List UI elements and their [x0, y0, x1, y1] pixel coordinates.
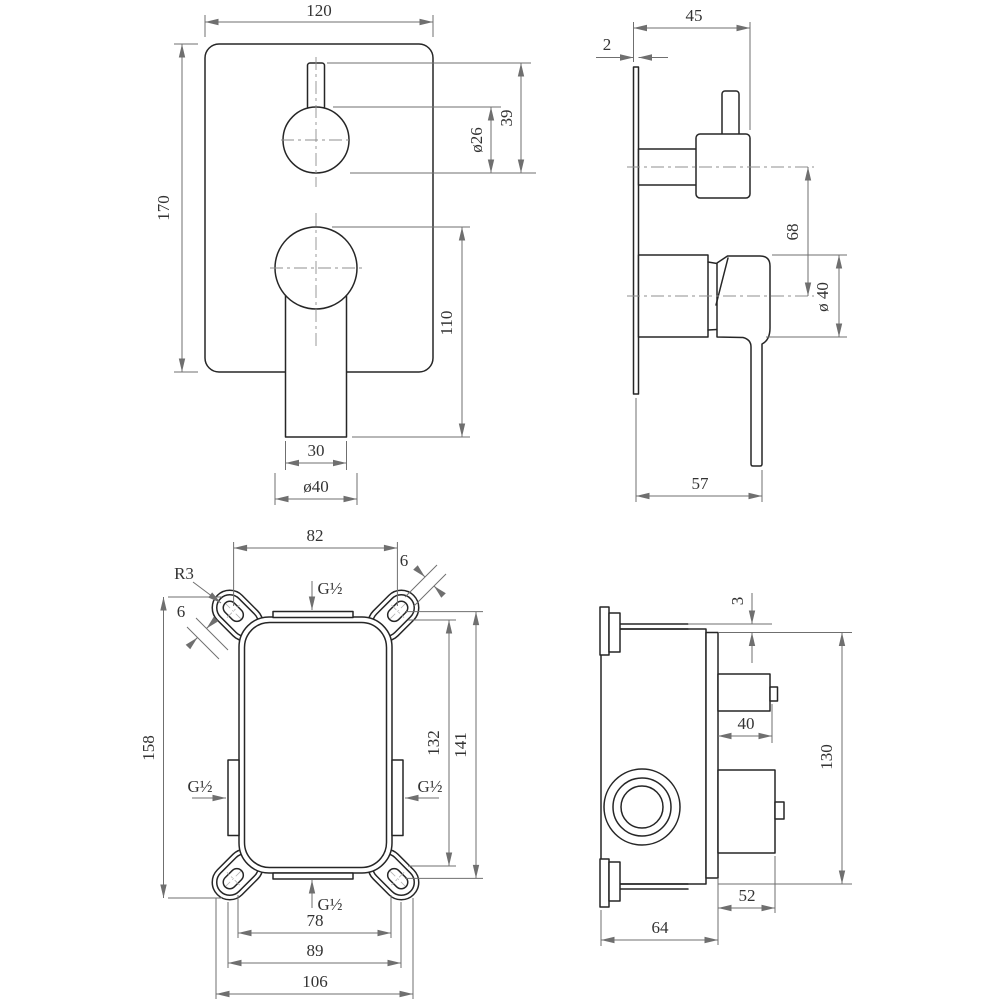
dim-plate-thickness: 2 [603, 35, 612, 54]
ear-edge-top [599, 606, 610, 656]
dim-plate-width: 120 [306, 1, 332, 20]
port-label-left: G½ [187, 777, 212, 796]
mixer-side-centerlines [627, 166, 814, 297]
box-front-dimensions: 82 R3 6 6 158 132 [139, 526, 483, 999]
dim-slot-height: 141 [451, 732, 470, 758]
side-knockout-outer [603, 768, 681, 846]
mixer-front-dimensions: 120 170 39 ø26 110 30 ø40 [154, 1, 536, 505]
view-box-side: 3 40 130 52 64 [599, 593, 852, 946]
box-inner-wall [243, 621, 388, 869]
dim-slot-spacing-top: 82 [307, 526, 324, 545]
dim-port-span: 52 [739, 886, 756, 905]
view-mixer-front: 120 170 39 ø26 110 30 ø40 [154, 1, 536, 505]
dim-body-dia: ø 40 [813, 282, 832, 312]
dim-handle-projection: 57 [692, 474, 710, 493]
mixer-front-centerlines [270, 57, 363, 350]
port-flange-top [272, 610, 354, 619]
view-box-front: 82 R3 6 6 158 132 [139, 526, 483, 999]
mixer-side-dimensions: 45 2 68 ø 40 57 [596, 6, 847, 502]
box-side-geometry [599, 606, 785, 908]
dim-diverter-offset: 39 [497, 110, 516, 127]
lever-escutcheon [637, 254, 709, 338]
dim-handle-width: 30 [308, 441, 325, 460]
ear-edge-bottom-step [608, 861, 621, 902]
dim-overall-height: 158 [139, 735, 158, 761]
side-knockout-middle [612, 777, 672, 837]
diverter-knob-body [695, 133, 751, 199]
dim-box-height: 130 [817, 744, 836, 770]
mixer-front-geometry [204, 43, 434, 438]
port-label-top: G½ [317, 579, 342, 598]
dim-body-height: 132 [424, 730, 443, 756]
dim-ear-spacing: 89 [307, 941, 324, 960]
dim-slot-radius: R3 [174, 564, 194, 583]
box-side-body [600, 628, 707, 885]
ear-edge-bottom [599, 858, 610, 908]
dim-handle-centers: 68 [783, 224, 802, 241]
side-port-stub [717, 769, 776, 854]
port-label-right: G½ [417, 777, 442, 796]
port-flange-right [391, 759, 404, 837]
front-flange-edge [705, 631, 719, 879]
dim-port-depth: 40 [738, 714, 755, 733]
dim-overall-width: 106 [302, 972, 328, 991]
view-mixer-side: 45 2 68 ø 40 57 [596, 6, 847, 502]
box-front-geometry [211, 589, 420, 901]
dim-handle-base-dia: ø40 [303, 477, 329, 496]
box-outer-wall [238, 616, 393, 874]
top-port-stub [717, 673, 771, 712]
dim-slot-spacing-bottom: 78 [307, 911, 324, 930]
dim-slot-width-right: 6 [400, 551, 409, 570]
side-knockout-inner [620, 785, 664, 829]
dim-flange-offset: 3 [728, 597, 747, 606]
ear-edge-top-step [608, 612, 621, 653]
dim-handle-length: 110 [437, 311, 456, 336]
port-flange-bottom [272, 872, 354, 880]
lever-split-line [715, 257, 729, 306]
port-label-bottom: G½ [317, 895, 342, 914]
dim-diverter-dia: ø26 [467, 127, 486, 153]
port-flange-left [227, 759, 240, 837]
diverter-top-stem [721, 90, 740, 138]
top-port-nub [769, 686, 779, 702]
dim-projection: 45 [686, 6, 703, 25]
mixer-side-geometry [632, 66, 771, 467]
lever-body-and-grip [716, 255, 771, 467]
wall-plate-edge [632, 66, 640, 395]
dim-slot-width-left: 6 [177, 602, 186, 621]
side-port-nub [774, 801, 785, 820]
dim-plate-height: 170 [154, 195, 173, 221]
dim-box-depth: 64 [652, 918, 670, 937]
box-side-dimensions: 3 40 130 52 64 [600, 593, 852, 946]
